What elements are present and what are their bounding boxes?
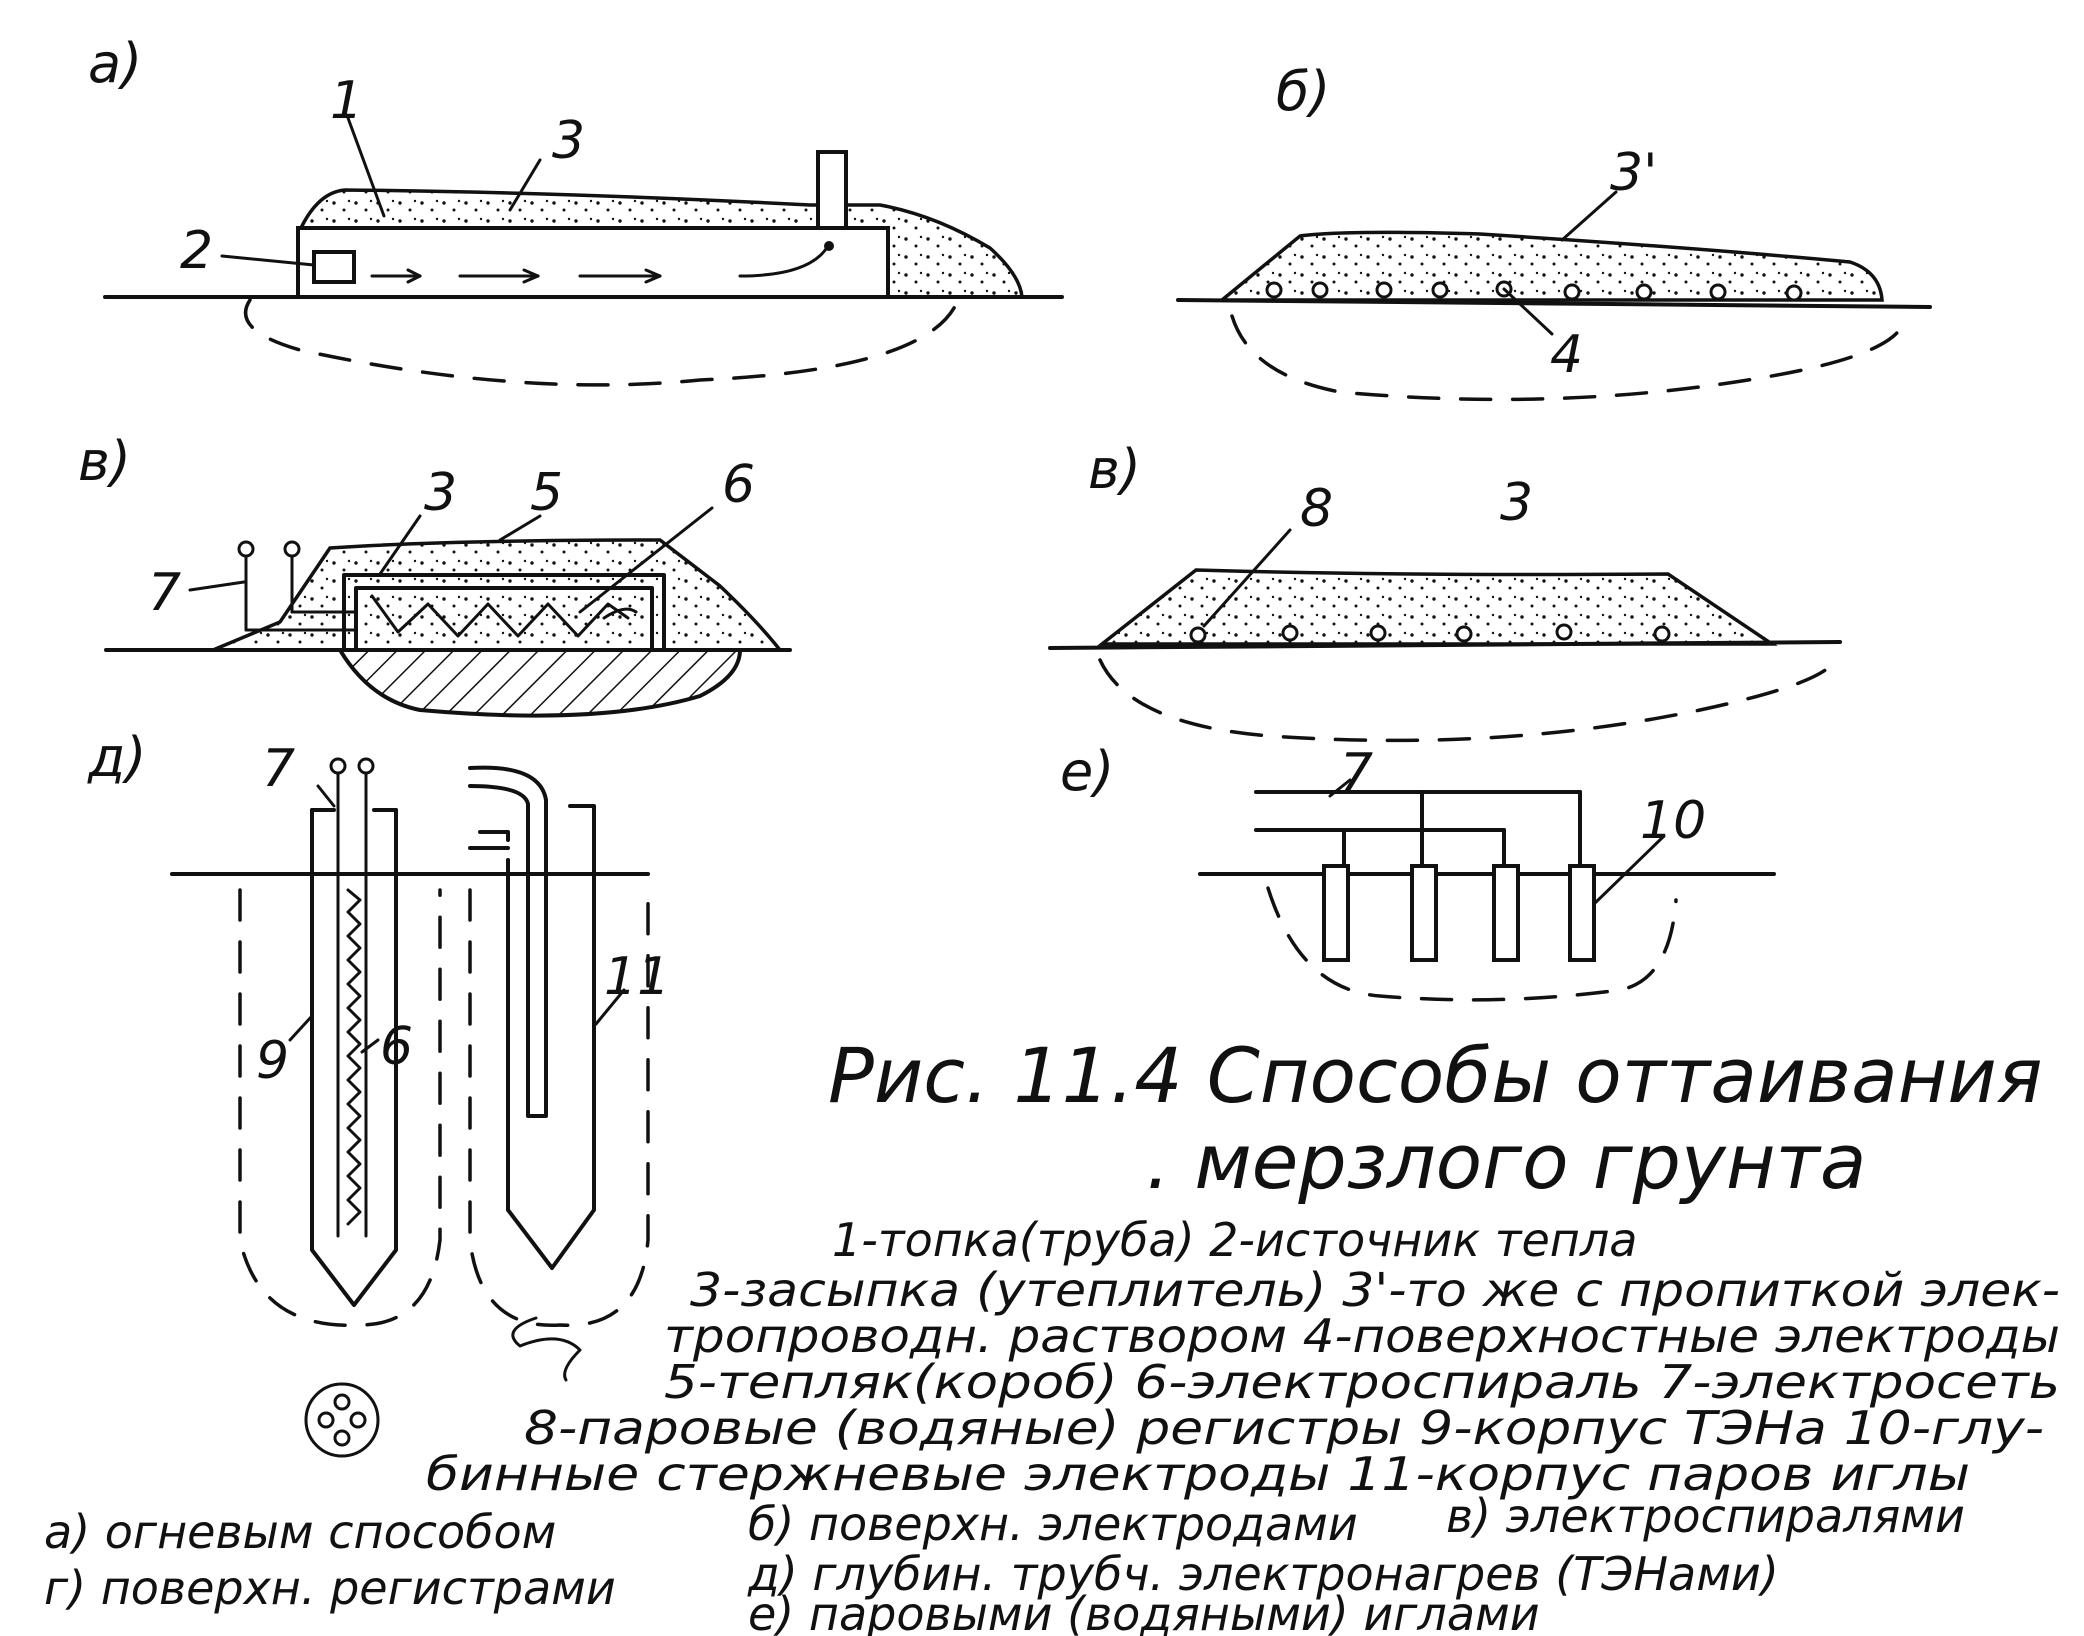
warming-box-inner [354, 586, 654, 652]
label-3-g: 3 [1500, 473, 1533, 533]
leader-3prime [1560, 190, 1618, 242]
label-7: 7 [148, 563, 181, 623]
leader-7-e [1328, 778, 1352, 798]
label-2: 2 [180, 221, 213, 281]
label-6-d: 6 [380, 1017, 413, 1077]
spiral-end [602, 607, 638, 620]
terminal-posts [237, 540, 301, 558]
leader-2 [220, 254, 316, 267]
leader-5 [498, 514, 542, 542]
legend-line: бинные стержневые электроды 11-корпус па… [426, 1447, 1970, 1501]
panel-g: в) 8 3 [1048, 438, 1842, 743]
surface-electrodes [1265, 280, 1803, 302]
thaw-zone-boundary [243, 298, 960, 387]
method-d: д) глубин. трубч. электронагрев (ТЭНами) [747, 1547, 1779, 1601]
legend-line: 1-топка(труба) 2-источник тепла [832, 1213, 1637, 1267]
method-e: е) паровыми (водяными) иглами [748, 1587, 1540, 1636]
cross-section-wires [317, 1393, 367, 1447]
thaw-zones-d [238, 888, 650, 1327]
panel-b: б) 3' 4 [1176, 60, 1932, 402]
legend: 1-топка(труба) 2-источник тепла 3-засыпк… [426, 1213, 2060, 1501]
legend-line: 3-засыпка (утеплитель) 3'-то же с пропит… [690, 1263, 2060, 1317]
leader-9 [288, 1014, 314, 1042]
label-1: 1 [330, 71, 363, 131]
heater-spiral [346, 888, 362, 1226]
leader-7-d [316, 784, 336, 808]
ground-line-g [1048, 640, 1842, 650]
legend-line: 5-тепляк(короб) 6-электроспираль 7-элект… [664, 1355, 2060, 1409]
leader-1 [346, 116, 386, 218]
insulation-fill-g [1096, 568, 1778, 646]
method-a: а) огневым способом [44, 1505, 556, 1559]
method-g: г) поверхн. регистрами [44, 1561, 616, 1615]
chimney [816, 150, 848, 230]
rod-electrodes [1322, 864, 1596, 962]
leader-4 [1502, 287, 1554, 336]
panel-a: а) 1 3 2 [88, 32, 1064, 387]
legend-line: 8-паровые (водяные) регистры 9-корпус ТЭ… [524, 1401, 2044, 1455]
label-3prime: 3' [1610, 143, 1657, 203]
leader-3-v [378, 514, 422, 576]
thaw-zone-boundary-g [1098, 652, 1838, 743]
label-9: 9 [256, 1031, 289, 1091]
caption-line-1: Рис. 11.4 Способы оттаивания [828, 1031, 2042, 1120]
leader-6 [578, 506, 714, 614]
method-b: б) поверхн. электродами [748, 1497, 1358, 1551]
ground-line-b [1176, 298, 1932, 309]
panel-b-letter: б) [1276, 60, 1330, 123]
panel-e-letter: е) [1060, 740, 1114, 803]
caption-line-2: . мерзлого грунта [1146, 1117, 1866, 1206]
firebox-tube [296, 226, 890, 299]
steam-pipe [468, 765, 548, 1118]
label-4: 4 [1550, 325, 1583, 385]
needle-casing [506, 804, 596, 1270]
label-7-d: 7 [262, 739, 295, 799]
panel-g-letter: в) [1088, 438, 1141, 501]
panel-d: д) 7 9 6 11 [87, 726, 670, 1458]
electric-spiral [370, 594, 630, 638]
label-8: 8 [1300, 479, 1333, 539]
leader-11 [594, 988, 626, 1026]
label-11: 11 [604, 947, 670, 1007]
leader-6-d [360, 1038, 380, 1054]
label-3-v: 3 [424, 463, 457, 523]
thaw-zone-boundary-e [1266, 886, 1678, 1002]
panel-d-letter: д) [87, 726, 146, 789]
label-5: 5 [530, 463, 563, 523]
heat-source-box [312, 250, 356, 284]
label-7-e: 7 [1340, 743, 1373, 803]
method-v: в) электроспиралями [1446, 1489, 1965, 1543]
legend-line: тропроводн. раствором 4-поверхностные эл… [664, 1309, 2060, 1363]
panel-v: в) 7 3 5 6 [78, 430, 792, 718]
heater-casing [310, 808, 398, 1307]
thaw-zone-boundary-b [1230, 314, 1907, 402]
label-10: 10 [1640, 791, 1706, 851]
figure-caption: Рис. 11.4 Способы оттаивания . мерзлого … [828, 1031, 2042, 1206]
label-3: 3 [552, 111, 585, 171]
leader-3 [508, 158, 542, 212]
heater-terminals [329, 757, 375, 775]
flue-inlet-dot [824, 241, 834, 251]
insulation-fill-v [212, 538, 784, 652]
leader-7 [188, 580, 246, 592]
power-network-wires [244, 552, 358, 632]
frozen-soil-hatch [336, 648, 743, 718]
steam-swirl [511, 1316, 582, 1382]
cross-section-circle [304, 1382, 380, 1458]
leader-8 [1202, 528, 1292, 628]
panel-a-letter: а) [88, 32, 142, 95]
steam-registers [1189, 623, 1671, 644]
power-network-e [1254, 790, 1582, 868]
leader-10 [1592, 834, 1666, 906]
panel-v-letter: в) [78, 430, 131, 493]
panel-e: е) 7 10 [1060, 740, 1776, 1002]
label-6: 6 [722, 455, 755, 515]
methods-list: а) огневым способом б) поверхн. электрод… [44, 1489, 1965, 1636]
hot-gas-arrows [370, 244, 830, 284]
